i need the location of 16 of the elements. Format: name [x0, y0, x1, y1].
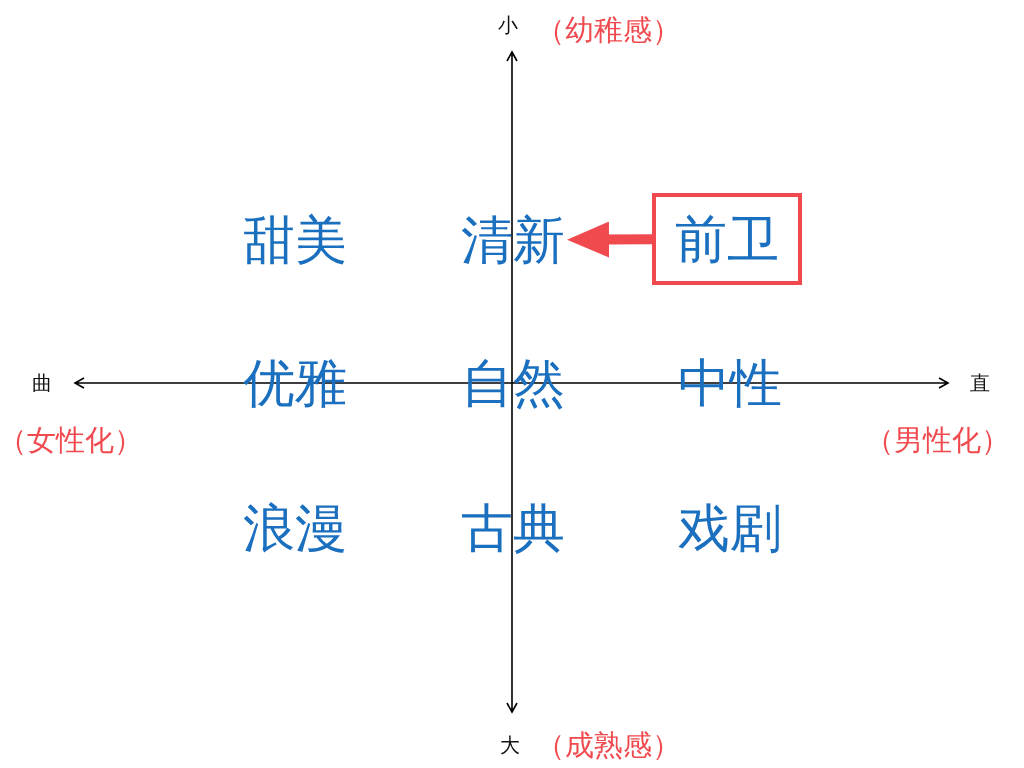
- style-term: 浪漫: [243, 502, 347, 554]
- axis-label: 大: [500, 735, 520, 755]
- arrow: [567, 221, 652, 258]
- style-term: 前卫: [675, 213, 779, 265]
- highlight-box: [652, 193, 802, 285]
- axis-label: 曲: [32, 373, 52, 393]
- style-term: 甜美: [243, 214, 347, 266]
- style-term: 戏剧: [678, 502, 782, 554]
- axis-note: （男性化）: [864, 425, 1010, 455]
- axis-note: （幼稚感）: [535, 15, 681, 45]
- style-term: 古典: [461, 502, 565, 554]
- axis-label: 小: [498, 15, 518, 35]
- style-term: 清新: [461, 214, 565, 266]
- axis-note: （成熟感）: [535, 730, 681, 760]
- axis-label: 直: [970, 373, 990, 393]
- axis-note: （女性化）: [0, 425, 143, 455]
